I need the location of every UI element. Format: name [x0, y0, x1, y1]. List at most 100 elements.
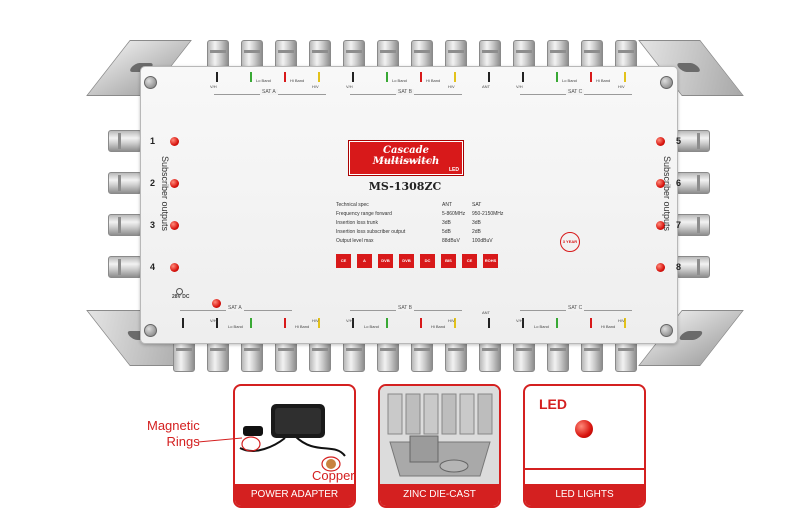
input-label: Hi Band	[426, 78, 441, 83]
hi-band-marker	[420, 318, 422, 328]
spec-header-cell: Technical spec	[336, 201, 369, 208]
subscriber-outputs-label-right: Subscriber outputs	[662, 156, 672, 232]
f-connector[interactable]	[445, 338, 467, 372]
subscriber-output-connector-2[interactable]	[108, 172, 142, 194]
subscriber-output-connector-8[interactable]	[676, 256, 710, 278]
panel-led-lights: LED LED LIGHTS	[523, 384, 646, 508]
port-number-5: 5	[676, 136, 682, 146]
led-sample	[575, 420, 593, 438]
input-label: V/H	[210, 84, 217, 89]
spec-sat: 2dB	[472, 228, 481, 235]
cert-logo: ROHS	[483, 254, 498, 268]
cert-logo: A	[357, 254, 372, 268]
status-led	[170, 263, 179, 272]
f-connector[interactable]	[241, 40, 263, 74]
ant-label: ANT	[482, 84, 490, 89]
input-label: H/V	[618, 318, 625, 323]
ant-marker	[488, 72, 490, 82]
subscriber-output-connector-7[interactable]	[676, 214, 710, 236]
status-led	[656, 179, 665, 188]
panel-power-adapter: POWER ADAPTER	[233, 384, 356, 508]
subscriber-output-connector-5[interactable]	[676, 130, 710, 152]
subscriber-output-connector-6[interactable]	[676, 172, 710, 194]
port-number-4: 4	[150, 262, 156, 272]
f-connector[interactable]	[309, 338, 331, 372]
lo-band-marker	[386, 318, 388, 328]
spec-ant: 3dB	[442, 219, 451, 226]
status-led	[656, 263, 665, 272]
f-connector[interactable]	[275, 338, 297, 372]
subscriber-outputs-label-left: Subscriber outputs	[160, 156, 170, 232]
lo-band-marker	[556, 72, 558, 82]
input-label: V/H	[346, 84, 353, 89]
sat-group-label: SAT A	[226, 305, 244, 311]
cert-logo: DVB	[399, 254, 414, 268]
vh-marker	[522, 72, 524, 82]
power-led	[212, 299, 221, 308]
sat-group-label: SAT A	[260, 89, 278, 95]
spec-ant: 5-860MHz	[442, 210, 466, 217]
input-label: Lo Band	[392, 78, 407, 83]
subscriber-output-connector-3[interactable]	[108, 214, 142, 236]
cert-logo: DVB	[378, 254, 393, 268]
input-label: Hi Band	[295, 324, 310, 329]
subscriber-output-connector-4[interactable]	[108, 256, 142, 278]
port-number-2: 2	[150, 178, 156, 188]
lo-band-marker	[556, 318, 558, 328]
input-label: H/V	[312, 84, 319, 89]
screw-icon	[660, 76, 673, 89]
multiswitch-housing	[140, 66, 678, 344]
f-connector[interactable]	[275, 40, 297, 74]
spec-label: Output level max	[336, 237, 374, 244]
hv-marker	[454, 72, 456, 82]
status-led	[656, 221, 665, 230]
port-number-3: 3	[150, 220, 156, 230]
power-label: 28V DC	[172, 294, 190, 300]
lo-band-marker	[250, 318, 252, 328]
f-connector[interactable]	[581, 338, 603, 372]
hi-band-marker	[284, 72, 286, 82]
panel-zinc-die-cast: ZINC DIE-CAST	[378, 384, 501, 508]
input-label: H/V	[448, 318, 455, 323]
hv-marker	[624, 72, 626, 82]
input-label: Hi Band	[290, 78, 305, 83]
input-label: Lo Band	[256, 78, 271, 83]
vh-marker	[352, 72, 354, 82]
f-connector[interactable]	[479, 40, 501, 74]
spec-row: Frequency range forward 5-860MHz 950-215…	[336, 209, 503, 218]
vh-marker	[352, 318, 354, 328]
f-connector[interactable]	[615, 338, 637, 372]
warranty-badge: 3 YEAR	[560, 232, 580, 252]
led-callout: LED	[539, 396, 567, 412]
vh-marker	[522, 318, 524, 328]
hv-marker	[624, 318, 626, 328]
port-number-7: 7	[676, 220, 682, 230]
hi-band-marker	[420, 72, 422, 82]
spec-sat: 950-2150MHz	[472, 210, 504, 217]
subscriber-output-connector-1[interactable]	[108, 130, 142, 152]
hv-marker	[318, 72, 320, 82]
lo-band-marker	[250, 72, 252, 82]
callout-line: Rings	[166, 434, 200, 449]
cert-logo: DC	[420, 254, 435, 268]
hv-marker	[454, 318, 456, 328]
panel-caption: POWER ADAPTER	[235, 484, 354, 506]
hi-band-marker	[590, 72, 592, 82]
spec-ant: 5dB	[442, 228, 451, 235]
vh-marker	[216, 318, 218, 328]
f-connector[interactable]	[411, 40, 433, 74]
brand-tag: LED	[449, 167, 459, 173]
input-label: V/H	[210, 318, 217, 323]
screw-icon	[144, 324, 157, 337]
cert-logo: CE	[462, 254, 477, 268]
f-connector[interactable]	[615, 40, 637, 74]
brand-subtitle: 32 SAT IF signal reinserted / 8 receiver	[380, 159, 432, 163]
spec-label: Insertion loss trunk	[336, 219, 378, 226]
spec-row: Insertion loss subscriber output 5dB 2dB	[336, 227, 503, 236]
port-number-6: 6	[676, 178, 682, 188]
input-label: V/H	[516, 318, 523, 323]
spec-label: Insertion loss subscriber output	[336, 228, 406, 235]
input-label: Lo Band	[534, 324, 549, 329]
f-connector[interactable]	[445, 40, 467, 74]
screw-icon	[660, 324, 673, 337]
